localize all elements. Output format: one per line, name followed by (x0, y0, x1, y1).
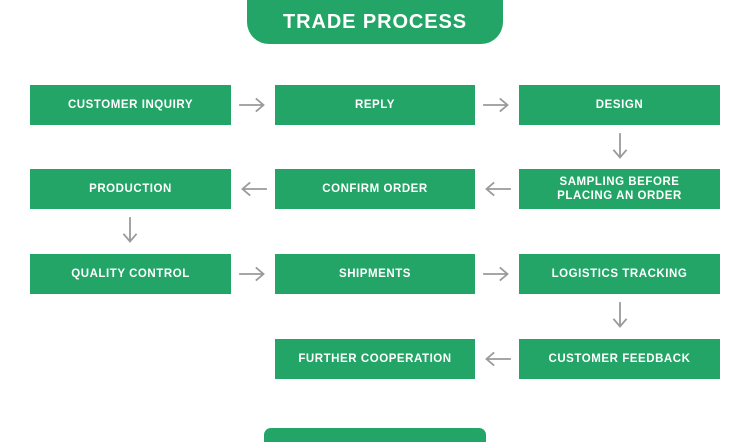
arrow-right-icon-shipments-to-logistics-tracking (475, 254, 519, 294)
node-design[interactable]: DESIGN (519, 85, 720, 125)
node-label: FURTHER COOPERATION (298, 352, 452, 365)
page-title: TRADE PROCESS (283, 11, 467, 33)
trade-process-flowchart: TRADE PROCESS CUSTOMER INQUIRY REPLY DES… (30, 0, 720, 442)
node-further-cooperation[interactable]: FURTHER COOPERATION (275, 339, 475, 379)
node-label: PRODUCTION (89, 182, 172, 195)
node-label: QUALITY CONTROL (71, 267, 190, 280)
page-title-pill: TRADE PROCESS (247, 0, 503, 44)
node-label: CUSTOMER INQUIRY (67, 98, 194, 111)
node-label: CUSTOMER FEEDBACK (548, 352, 691, 365)
node-production[interactable]: PRODUCTION (30, 169, 231, 209)
node-label: SAMPLING BEFORE PLACING AN ORDER (557, 175, 682, 202)
node-reply[interactable]: REPLY (275, 85, 475, 125)
arrow-down-icon-logistics-tracking-to-customer-feedback (600, 294, 640, 338)
arrow-right-icon-customer-inquiry-to-reply (231, 85, 275, 125)
node-label: SHIPMENTS (338, 267, 412, 280)
node-sampling-before-placing-an-order[interactable]: SAMPLING BEFORE PLACING AN ORDER (519, 169, 720, 209)
node-label: LOGISTICS TRACKING (551, 267, 688, 280)
node-customer-feedback[interactable]: CUSTOMER FEEDBACK (519, 339, 720, 379)
node-logistics-tracking[interactable]: LOGISTICS TRACKING (519, 254, 720, 294)
arrow-down-icon-design-to-sampling (600, 125, 640, 169)
arrow-left-icon-confirm-order-to-production (231, 169, 275, 209)
arrow-left-icon-customer-feedback-to-further-cooperation (475, 339, 519, 379)
node-label: REPLY (354, 98, 396, 111)
arrow-right-icon-quality-control-to-shipments (231, 254, 275, 294)
node-shipments[interactable]: SHIPMENTS (275, 254, 475, 294)
bottom-clipped-banner (264, 428, 486, 442)
node-customer-inquiry[interactable]: CUSTOMER INQUIRY (30, 85, 231, 125)
arrow-right-icon-reply-to-design (475, 85, 519, 125)
node-label: CONFIRM ORDER (322, 182, 428, 195)
arrow-down-icon-production-to-quality-control (110, 209, 150, 253)
node-label: DESIGN (595, 98, 644, 111)
arrow-left-icon-sampling-to-confirm-order (475, 169, 519, 209)
node-quality-control[interactable]: QUALITY CONTROL (30, 254, 231, 294)
node-confirm-order[interactable]: CONFIRM ORDER (275, 169, 475, 209)
